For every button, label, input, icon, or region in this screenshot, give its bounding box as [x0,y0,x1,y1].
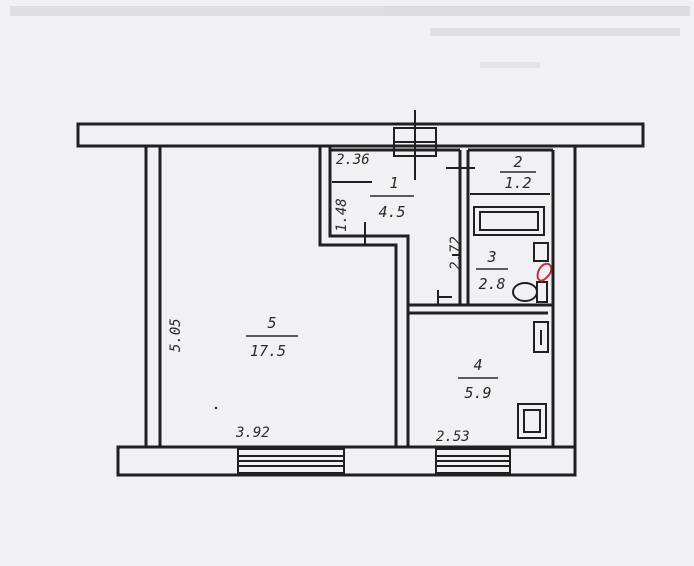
kitchen-walls [408,145,577,475]
room-4-number: 4 [473,356,482,374]
dim-hall-depth: 1.48 [334,198,350,232]
ventilation-block [393,110,437,180]
room-2-label: 2 1.2 [500,153,536,192]
room-5-label: 5 17.5 [246,314,298,360]
window-living-room [237,448,345,474]
outer-top-wall [76,122,645,148]
kitchen-fixtures [517,321,549,439]
room-2-area: 1.2 [504,174,531,192]
dim-kitchen-width: 2.53 [436,429,470,445]
room-1-label: 1 4.5 [370,174,414,221]
room-1-number: 1 [389,174,398,192]
outer-bottom-wall [116,445,577,477]
room-1-area: 4.5 [378,203,405,221]
faint-background-marks [10,6,690,68]
room-3-label: 3 2.8 [476,248,508,293]
dim-living-height: 5.05 [168,318,184,352]
tick-marks [214,254,460,410]
hall-walls [318,146,460,447]
dim-hall-width: 2.36 [336,152,370,168]
bathroom-walls [437,148,553,305]
room-3-area: 2.8 [478,275,505,293]
dim-living-width: 3.92 [235,425,270,441]
room-4-label: 4 5.9 [458,356,498,402]
toilet [512,281,548,303]
room-2-number: 2 [513,153,522,171]
bathtub [473,206,545,236]
room-5-number: 5 [267,314,276,332]
room-5-area: 17.5 [250,342,286,360]
room-3-number: 3 [486,248,496,266]
room-4-area: 5.9 [464,384,491,402]
sink [533,242,549,262]
window-kitchen [435,448,511,474]
living-room-walls [144,144,320,447]
red-stamp-mark [536,262,553,282]
dim-bath-length: 2.72 [448,236,464,270]
